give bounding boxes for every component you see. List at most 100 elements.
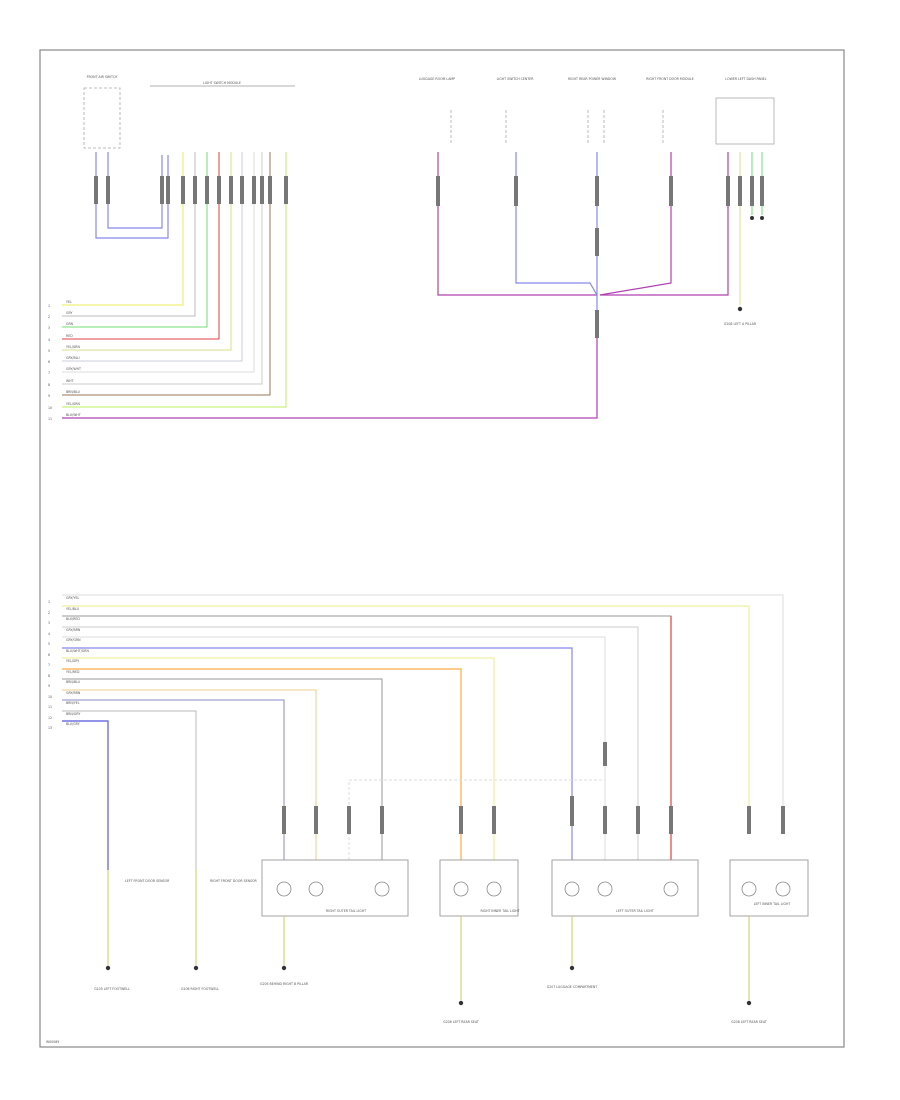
module-label: LIGHT SWITCH MODULE — [203, 81, 241, 85]
bus-number: 4 — [48, 632, 50, 636]
bus-label: YEL/RED — [66, 670, 80, 674]
bottom-bus-numbers: 1 2 3 4 5 6 7 8 9 10 11 12 13 — [48, 600, 52, 730]
bus-label: BRN/BLU — [66, 390, 81, 394]
tr-wire-dash — [600, 152, 729, 296]
diagram-frame — [39, 49, 845, 1048]
bus-label: GRY/GRN — [66, 638, 81, 642]
bus-number: 9 — [48, 684, 50, 688]
bus-wire-8 — [62, 152, 263, 385]
ground-symbol — [750, 216, 754, 220]
lower-dash-box — [715, 97, 775, 145]
bus-wire-4 — [62, 152, 220, 340]
bus-number: 1 — [48, 304, 50, 308]
tail-light-label: RIGHT INNER TAIL LIGHT — [480, 909, 519, 913]
bulb-icons — [276, 881, 791, 897]
bus-label: GRY — [66, 311, 72, 315]
tr-wire-purple — [437, 152, 597, 296]
bus-label: YEL/GRN — [66, 402, 80, 406]
bottom-wire-5 — [62, 636, 606, 860]
right-inner-tail-light — [439, 859, 519, 917]
bus-label: BLU/GRY — [66, 722, 80, 726]
bus-number: 6 — [48, 653, 50, 657]
tail-light-label: LEFT OUTER TAIL LIGHT — [616, 909, 654, 913]
bus-label: YEL/BLU — [66, 607, 80, 611]
top-right-section: LUGGAGE ROOM LAMP LIGHT SWITCH CENTER RI… — [419, 77, 775, 338]
bottom-connectors — [282, 742, 785, 834]
bus-label: GRY/BRN — [66, 691, 81, 695]
bus-number: 10 — [48, 406, 52, 410]
bus-label: GRY/YEL — [66, 596, 79, 600]
bus-label: YEL/GRN — [66, 345, 80, 349]
bottom-wire-jump — [348, 779, 605, 860]
module-connectors — [94, 176, 288, 204]
bottom-wire-9 — [62, 678, 383, 860]
bus-number: 7 — [48, 371, 50, 375]
bottom-section: GRY/YEL YEL/BLU BLK/RED GRY/BRN GRY/GRN … — [48, 594, 809, 1024]
bus-number: 5 — [48, 349, 50, 353]
bottom-wire-2 — [62, 605, 750, 812]
switch-to-module-wire-2 — [107, 152, 163, 229]
bus-label: RED — [66, 334, 73, 338]
left-inner-tail-light — [729, 859, 809, 917]
bus-wire-3 — [62, 152, 208, 328]
component-label: RIGHT REAR POWER WINDOW — [568, 77, 617, 81]
bottom-wire-1 — [62, 594, 784, 812]
bus-number: 7 — [48, 663, 50, 667]
component-label: LIGHT SWITCH CENTER — [497, 77, 535, 81]
bus-number: 12 — [48, 716, 52, 720]
bus-label: BRN/BLU — [66, 680, 81, 684]
bus-label: GRY/WHT — [66, 367, 81, 371]
bus-number: 11 — [48, 705, 52, 709]
bottom-wire-7 — [62, 657, 495, 860]
bus-number: 3 — [48, 621, 50, 625]
ground-label: G207 LUGGAGE COMPARTMENT — [547, 985, 598, 989]
bus-number: 13 — [48, 726, 52, 730]
bottom-wire-8 — [62, 668, 462, 860]
bottom-wire-3 — [62, 615, 672, 812]
bottom-wire-11 — [62, 699, 285, 860]
bus-number: 8 — [48, 674, 50, 678]
bus-number: 2 — [48, 611, 50, 615]
bus-label: BLU/WHT/GRN — [66, 649, 89, 653]
ground-label: G206 LEFT REAR SEAT — [443, 1020, 479, 1024]
top-left-section: FRONT AIR SWITCH LIGHT SWITCH MODULE YEL — [48, 75, 598, 421]
left-outer-tail-light — [551, 859, 699, 917]
sensor-label: LEFT FRONT DOOR SENSOR — [125, 879, 170, 883]
bus-number: 11 — [48, 417, 52, 421]
bus-wire-7 — [62, 152, 255, 373]
bus-label: GRY/BRN — [66, 628, 81, 632]
component-label: LOWER LEFT DASH PANEL — [725, 77, 766, 81]
bottom-wire-12 — [62, 710, 197, 870]
bus-number: 8 — [48, 383, 50, 387]
bus-label: YEL — [66, 300, 72, 304]
bus-wire-5 — [62, 152, 232, 351]
ground-symbols — [105, 965, 752, 1006]
component-label: RIGHT FRONT DOOR MODULE — [646, 77, 693, 81]
ground-label: G208 LEFT A PILLAR — [724, 322, 757, 326]
bus-wire-2 — [62, 152, 196, 317]
ground-label: G205 BEHIND RIGHT B PILLAR — [260, 982, 309, 986]
ground-label: G106 RIGHT FOOTWELL — [181, 987, 219, 991]
component-label: LUGGAGE ROOM LAMP — [419, 77, 455, 81]
bus-wire-9 — [62, 152, 271, 396]
bus-number: 9 — [48, 394, 50, 398]
bus-number: 1 — [48, 600, 50, 604]
bottom-wire-10 — [62, 689, 317, 860]
ground-symbol — [737, 306, 743, 312]
bus-wire-6 — [62, 152, 243, 362]
front-switch-label: FRONT AIR SWITCH — [87, 75, 118, 79]
right-outer-tail-light — [261, 859, 409, 917]
sensor-label: RIGHT FRONT DOOR SENSOR — [210, 879, 258, 883]
top-bus-labels: YEL GRY GRN RED YEL/GRN GRY/BLU GRY/WHT … — [66, 300, 81, 417]
bus-label: BRN/YEL — [66, 701, 80, 705]
bus-wire-10 — [62, 152, 287, 408]
ground-label: G105 LEFT FOOTWELL — [94, 987, 130, 991]
bus-wire-11 — [62, 335, 598, 419]
top-bus-numbers: 1 2 3 4 5 6 7 8 9 10 11 — [48, 304, 52, 421]
tail-light-label: RIGHT OUTER TAIL LIGHT — [326, 909, 366, 913]
bottom-wire-13 — [62, 720, 109, 870]
bottom-wire-6 — [62, 647, 573, 860]
bus-label: YEL/GRY — [66, 659, 79, 663]
bus-label: GRY/BLU — [66, 356, 80, 360]
bottom-wire-4 — [62, 626, 639, 860]
